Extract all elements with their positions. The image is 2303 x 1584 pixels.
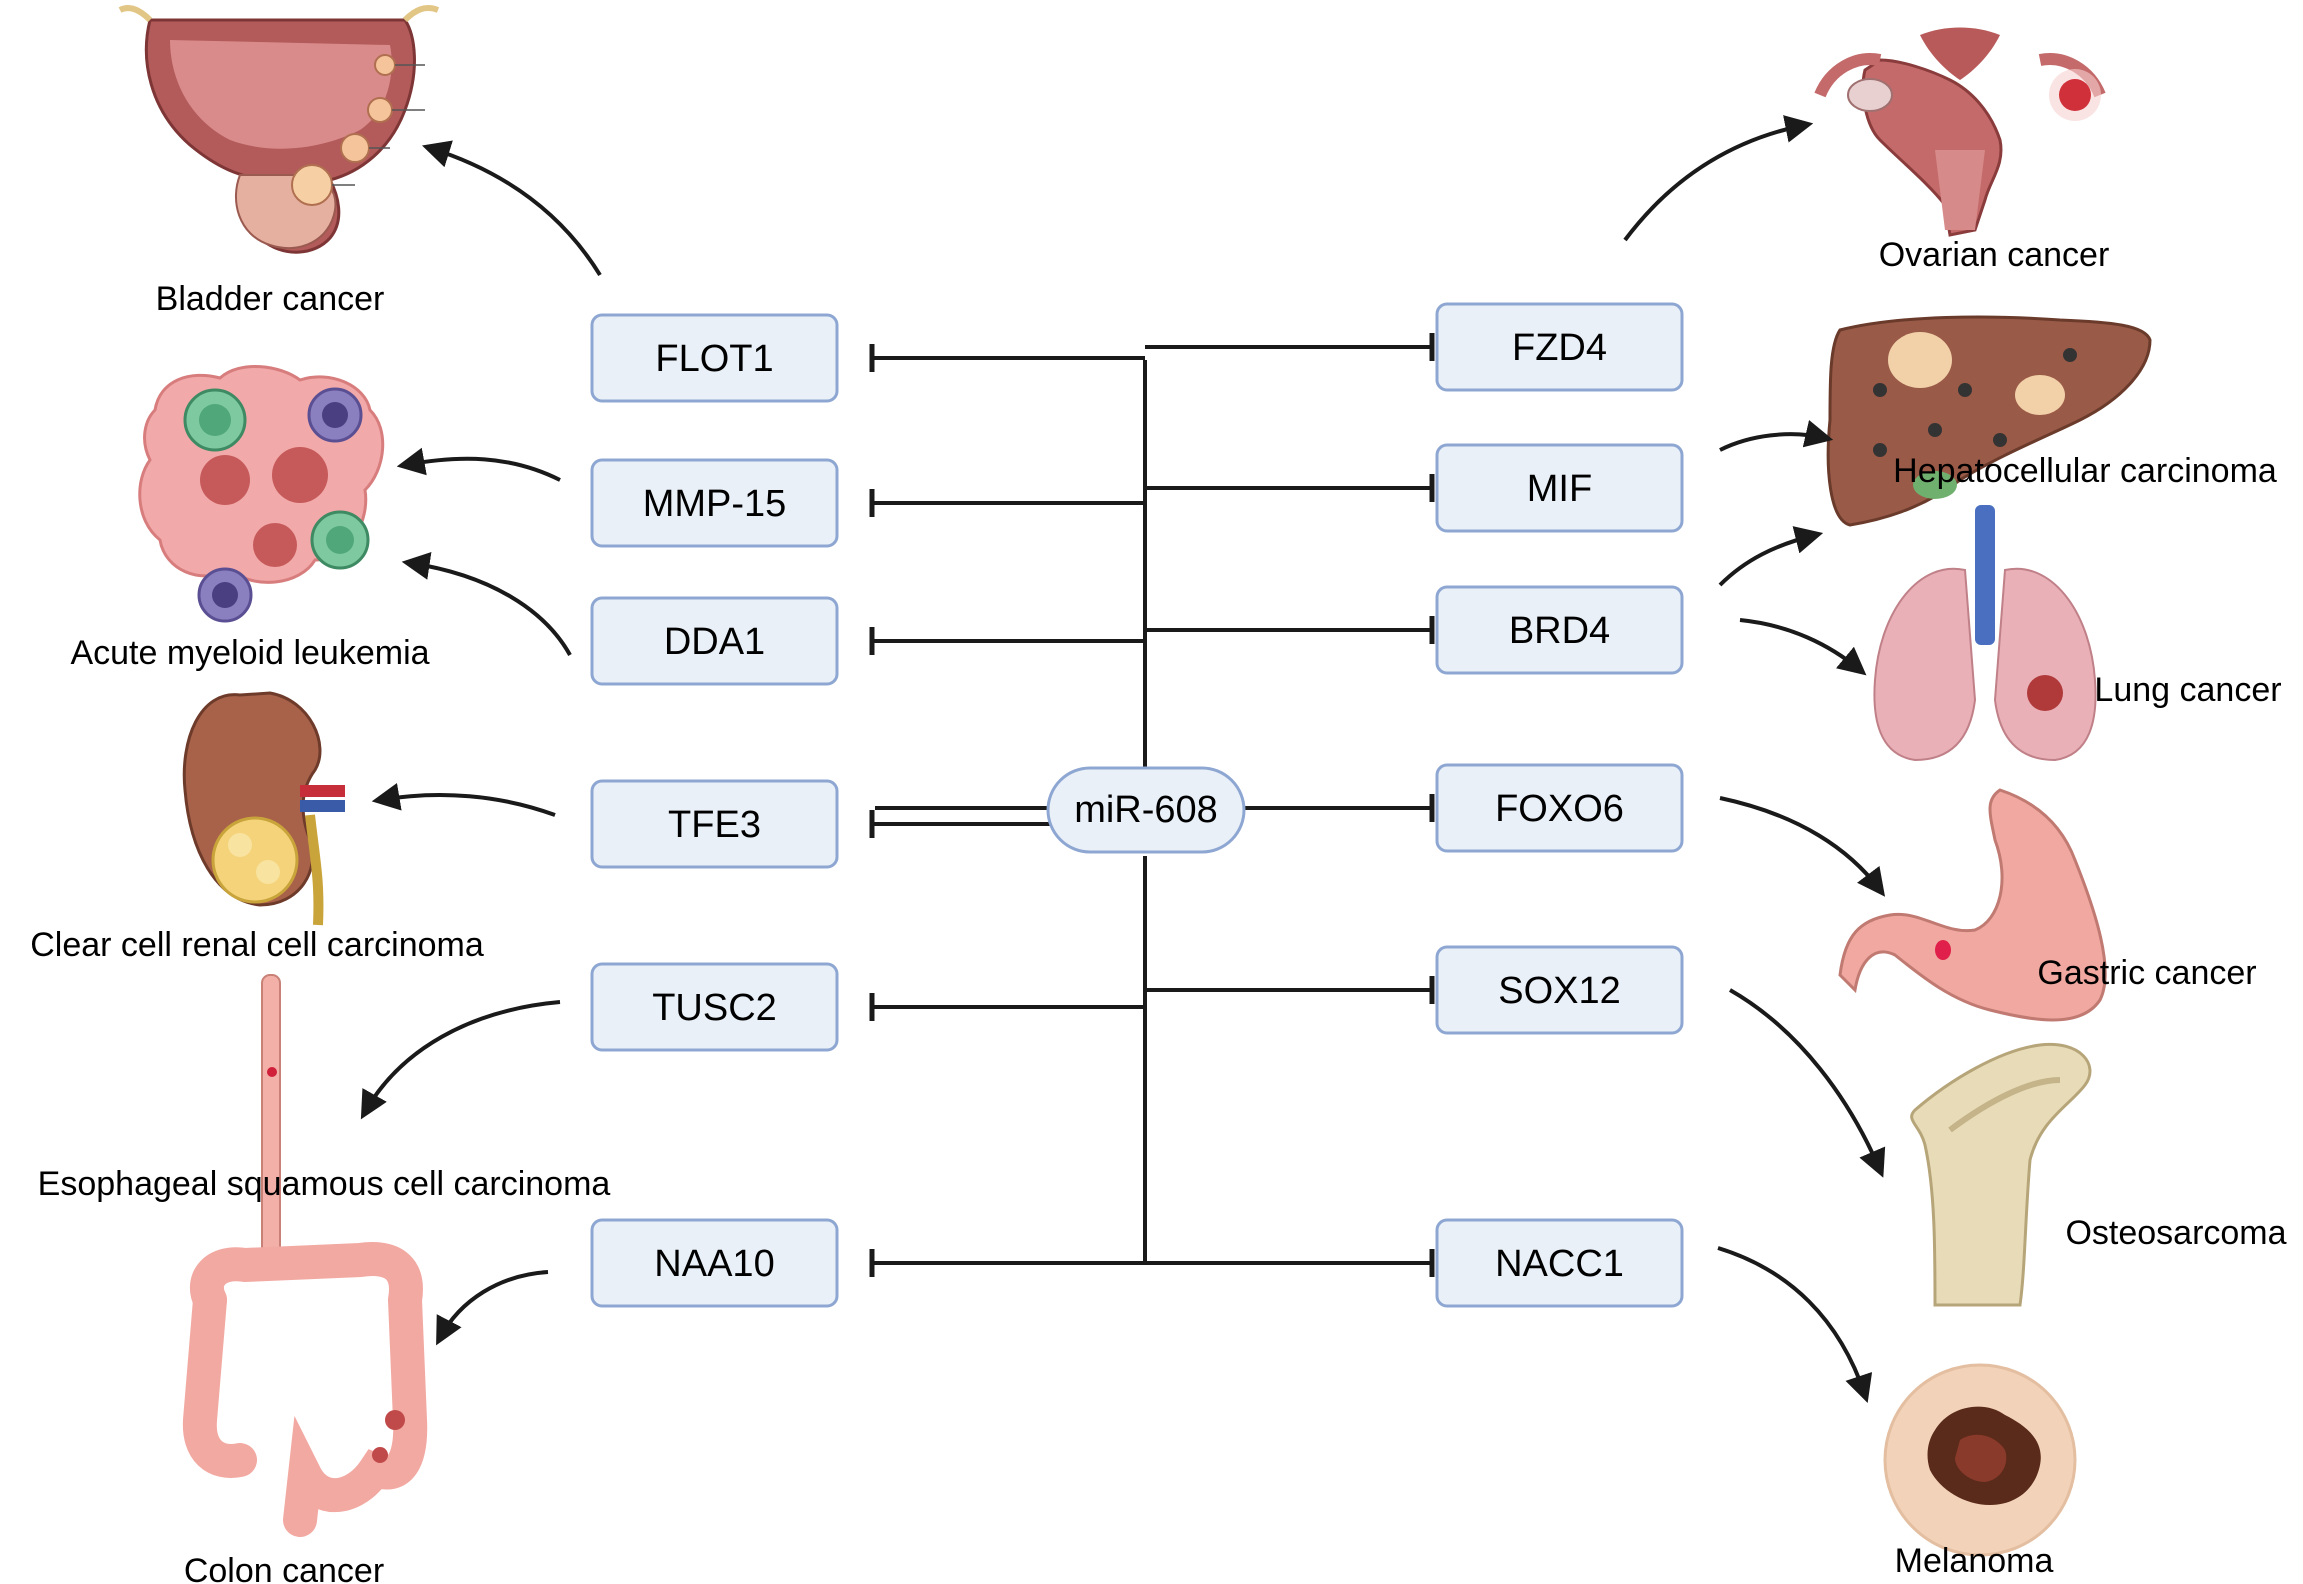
- arrow-lung: [1739, 618, 1867, 676]
- target-label: FOXO6: [1495, 788, 1624, 830]
- stomach-icon: [1838, 788, 2107, 1022]
- center-label: miR-608: [1074, 789, 1218, 831]
- inhibit-link-naa10: [869, 1249, 1145, 1277]
- target-label: FZD4: [1512, 327, 1607, 369]
- arrow-aml-2: [401, 552, 572, 656]
- inhibit-link-nacc1: [1145, 1249, 1435, 1277]
- target-label: BRD4: [1509, 610, 1610, 652]
- liver-icon: [1826, 315, 2152, 527]
- target-label: SOX12: [1498, 970, 1621, 1012]
- femur-bone-icon: [1910, 1042, 2092, 1307]
- inhibit-link-sox12: [1145, 976, 1435, 1004]
- center-node[interactable]: miR-608: [1046, 766, 1246, 854]
- kidney-icon: [182, 691, 345, 926]
- inhibit-link-brd4: [1145, 616, 1435, 644]
- arrow-bladder: [421, 140, 602, 277]
- target-label: FLOT1: [655, 338, 773, 380]
- label-osteo: Osteosarcoma: [2065, 1214, 2286, 1252]
- target-label: NACC1: [1495, 1243, 1624, 1285]
- label-hcc: Hepatocellular carcinoma: [1893, 452, 2277, 490]
- target-box-flot1[interactable]: FLOT1: [590, 313, 839, 403]
- esophagus-icon: [261, 974, 281, 1256]
- target-box-mmp-15[interactable]: MMP-15: [590, 458, 839, 548]
- arrow-ovarian: [1623, 115, 1814, 242]
- arrow-melanoma: [1717, 1246, 1873, 1403]
- target-label: MIF: [1527, 468, 1592, 510]
- uterus-ovary-icon: [1814, 27, 2106, 237]
- label-aml: Acute myeloid leukemia: [70, 634, 429, 672]
- leukemia-cells-icon: [138, 365, 385, 623]
- arrow-osteo: [1729, 988, 1886, 1178]
- label-colon: Colon cancer: [184, 1552, 384, 1584]
- lungs-icon: [1873, 505, 2097, 762]
- inhibit-link-tusc2: [869, 993, 1145, 1021]
- arrow-hcc-1: [1719, 419, 1834, 452]
- cancer-labels: Bladder cancer Acute myeloid leukemia Cl…: [30, 236, 2286, 1584]
- colon-icon: [182, 1242, 428, 1537]
- melanoma-icon: [1883, 1363, 2077, 1557]
- target-box-mif[interactable]: MIF: [1435, 443, 1684, 533]
- target-box-tusc2[interactable]: TUSC2: [590, 962, 839, 1052]
- cancer-arrows: [360, 115, 1886, 1403]
- inhibit-link-dda1: [869, 627, 1145, 655]
- arrow-colon: [436, 1270, 549, 1346]
- target-label: MMP-15: [643, 483, 787, 525]
- label-lung: Lung cancer: [2094, 671, 2281, 709]
- inhibition-links: [869, 333, 1435, 1277]
- inhibit-link-foxo6: [1244, 794, 1435, 822]
- target-label: TUSC2: [652, 987, 777, 1029]
- arrow-hcc-2: [1718, 526, 1824, 587]
- arrow-aml-1: [396, 447, 561, 482]
- target-box-naa10[interactable]: NAA10: [590, 1218, 839, 1308]
- target-box-dda1[interactable]: DDA1: [590, 596, 839, 686]
- label-ovarian: Ovarian cancer: [1879, 236, 2110, 274]
- inhibit-link-flot1: [869, 344, 1145, 372]
- target-box-brd4[interactable]: BRD4: [1435, 585, 1684, 675]
- target-label: TFE3: [668, 804, 761, 846]
- target-box-sox12[interactable]: SOX12: [1435, 945, 1684, 1035]
- connector-lines: [1143, 360, 1147, 1263]
- bladder-icon: [118, 5, 440, 254]
- target-box-tfe3[interactable]: TFE3: [590, 779, 839, 869]
- target-box-fzd4[interactable]: FZD4: [1435, 302, 1684, 392]
- label-melanoma: Melanoma: [1895, 1542, 2054, 1580]
- target-label: NAA10: [654, 1243, 774, 1285]
- target-label: DDA1: [664, 621, 765, 663]
- target-box-nacc1[interactable]: NACC1: [1435, 1218, 1684, 1308]
- arrow-escc: [360, 1000, 561, 1120]
- label-escc: Esophageal squamous cell carcinoma: [38, 1165, 611, 1203]
- label-gastric: Gastric cancer: [2037, 954, 2256, 992]
- label-ccrcc: Clear cell renal cell carcinoma: [30, 926, 484, 964]
- inhibit-link-mif: [1145, 474, 1435, 502]
- inhibit-link-mmp-15: [869, 489, 1145, 517]
- inhibit-link-fzd4: [1145, 333, 1435, 361]
- arrow-gastric: [1719, 796, 1886, 897]
- target-box-foxo6[interactable]: FOXO6: [1435, 763, 1684, 853]
- arrow-ccrcc: [371, 782, 556, 817]
- label-bladder: Bladder cancer: [156, 280, 385, 318]
